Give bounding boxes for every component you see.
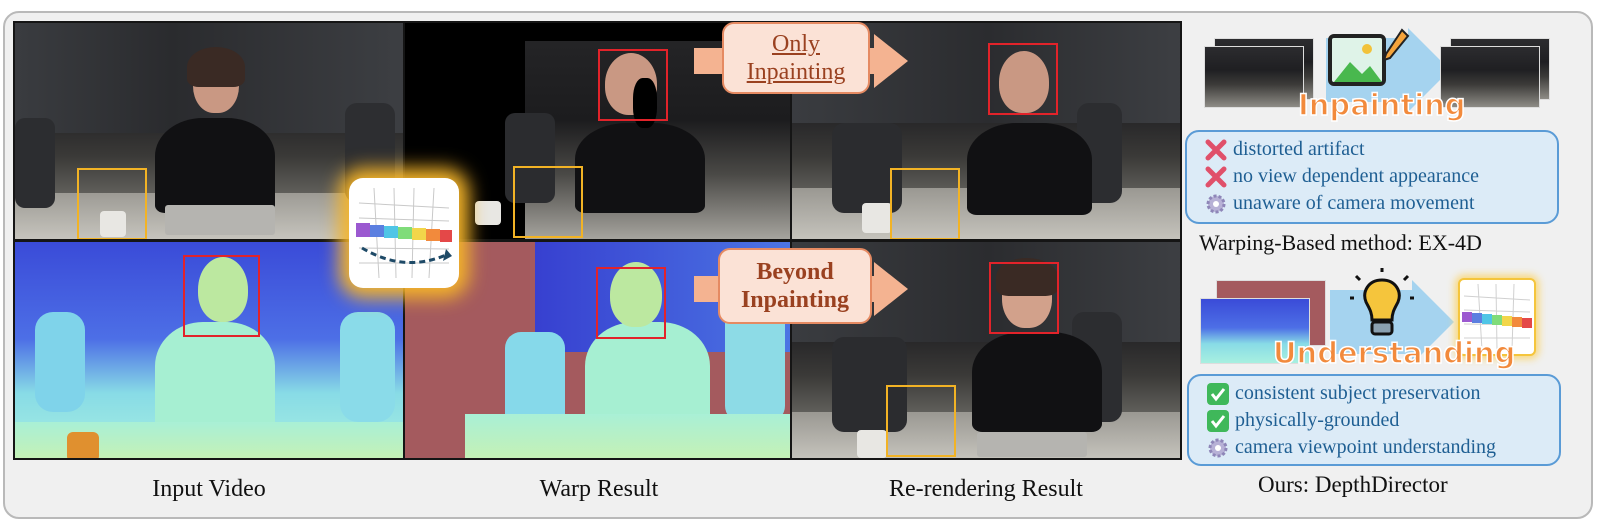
ours-item-1-text: consistent subject preservation <box>1235 382 1481 404</box>
ex4d-item-2: no view dependent appearance <box>1205 165 1479 188</box>
ours-output-trajectory <box>1462 283 1532 351</box>
cup <box>475 201 501 225</box>
ex4d-drawbacks-box <box>1185 130 1559 224</box>
ex4d-input-thumb-2 <box>1204 46 1304 108</box>
person-hair <box>187 47 245 87</box>
person-body <box>972 332 1102 432</box>
depth-cup <box>67 432 99 458</box>
red-highlight-box <box>596 267 666 339</box>
person-body <box>155 118 275 213</box>
ex4d-item-1: distorted artifact <box>1205 138 1365 161</box>
bottom-arrow-line1: Beyond <box>756 259 834 285</box>
ex4d-item-1-text: distorted artifact <box>1233 138 1365 160</box>
top-arrow-note: Only Inpainting <box>722 22 870 94</box>
pencil-icon <box>1382 28 1410 62</box>
gear-icon <box>1205 193 1227 215</box>
lightbulb-icon <box>1350 268 1414 336</box>
depth-desk <box>465 414 793 458</box>
ours-item-3-text: camera viewpoint understanding <box>1235 436 1497 458</box>
ex4d-caption: Warping-Based method: EX-4D <box>1199 230 1482 255</box>
image-edit-icon <box>1328 34 1386 86</box>
ours-item-2-text: physically-grounded <box>1235 409 1400 431</box>
ex4d-output-thumb-2 <box>1440 46 1540 108</box>
inpainting-badge: Inpainting <box>1297 87 1466 123</box>
depth-person-head <box>198 257 248 322</box>
laptop <box>165 205 275 235</box>
ex4d-item-3: unaware of camera movement <box>1205 192 1475 215</box>
cup <box>862 203 892 233</box>
chair-left <box>15 118 55 208</box>
person-head <box>999 51 1049 113</box>
ours-advantages-box <box>1187 374 1561 466</box>
mountain-icon <box>1334 62 1382 82</box>
person-body <box>967 123 1092 215</box>
ours-input-depth-thumb-2 <box>1200 298 1310 364</box>
cross-icon <box>1205 139 1227 161</box>
cup <box>100 211 126 237</box>
red-highlight-box <box>598 49 668 121</box>
ours-item-2: physically-grounded <box>1207 409 1399 432</box>
rerender-bottom-frame <box>790 240 1182 460</box>
yellow-highlight-box <box>890 168 960 239</box>
yellow-highlight-box <box>77 168 147 239</box>
understanding-badge: Understanding <box>1272 335 1516 371</box>
laptop <box>977 432 1087 457</box>
ours-output-thumb <box>1458 278 1536 356</box>
bottom-arrow-note: Beyond Inpainting <box>718 248 872 324</box>
ours-caption: Ours: DepthDirector <box>1258 472 1448 497</box>
black-hole-top <box>405 23 793 41</box>
cross-icon <box>1205 166 1227 188</box>
depth-person-head <box>610 262 662 327</box>
yellow-highlight-box <box>513 166 583 238</box>
depth-chair-left <box>35 312 85 412</box>
caption-input-video: Input Video <box>152 476 266 502</box>
caption-rerender-result: Re-rendering Result <box>889 476 1083 502</box>
check-icon <box>1207 382 1229 405</box>
yellow-highlight-box <box>886 385 956 457</box>
sun-icon <box>1362 44 1372 54</box>
camera-trajectory-icon <box>349 178 459 288</box>
chair-left <box>832 337 907 432</box>
depth-chair-right <box>340 312 395 422</box>
depth-person-body <box>585 322 710 432</box>
top-arrow-line1: Only <box>772 31 820 57</box>
depth-person-body <box>155 322 275 432</box>
red-highlight-box <box>183 255 260 337</box>
trajectory-graphic <box>356 187 452 279</box>
input-depth-frame <box>13 240 405 460</box>
ours-item-1: consistent subject preservation <box>1207 382 1481 405</box>
check-icon <box>1207 409 1229 432</box>
caption-warp-result: Warp Result <box>539 476 659 502</box>
ex4d-item-2-text: no view dependent appearance <box>1233 165 1479 187</box>
person-body <box>575 123 705 213</box>
ex4d-item-3-text: unaware of camera movement <box>1233 192 1475 214</box>
input-video-frame <box>13 21 405 241</box>
red-highlight-box <box>988 43 1058 115</box>
person-hair <box>996 258 1058 296</box>
top-arrow-line2: Inpainting <box>746 59 846 85</box>
bottom-arrow-line2: Inpainting <box>740 287 850 313</box>
gear-icon <box>1207 437 1229 459</box>
ours-item-3: camera viewpoint understanding <box>1207 436 1496 459</box>
red-highlight-box <box>989 262 1059 334</box>
cup <box>857 430 887 458</box>
